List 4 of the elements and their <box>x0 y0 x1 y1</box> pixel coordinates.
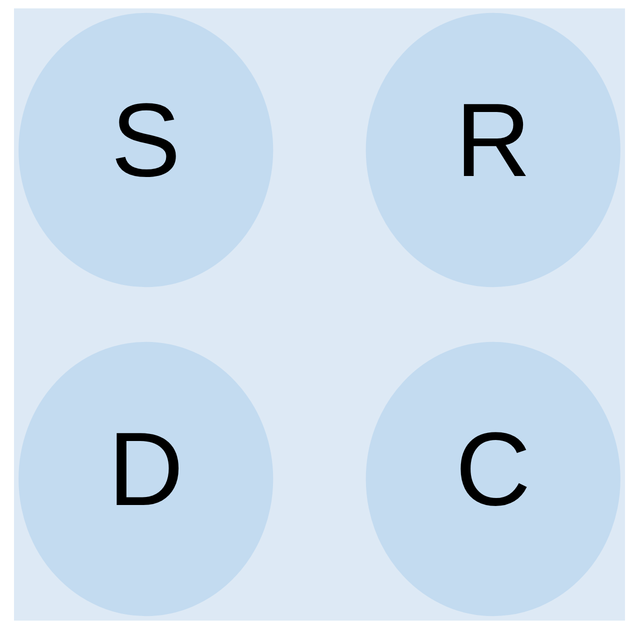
node-circle: C <box>366 342 620 616</box>
node-circle: S <box>18 12 274 288</box>
node-circle: R <box>366 12 620 288</box>
node-circle: D <box>18 342 274 616</box>
